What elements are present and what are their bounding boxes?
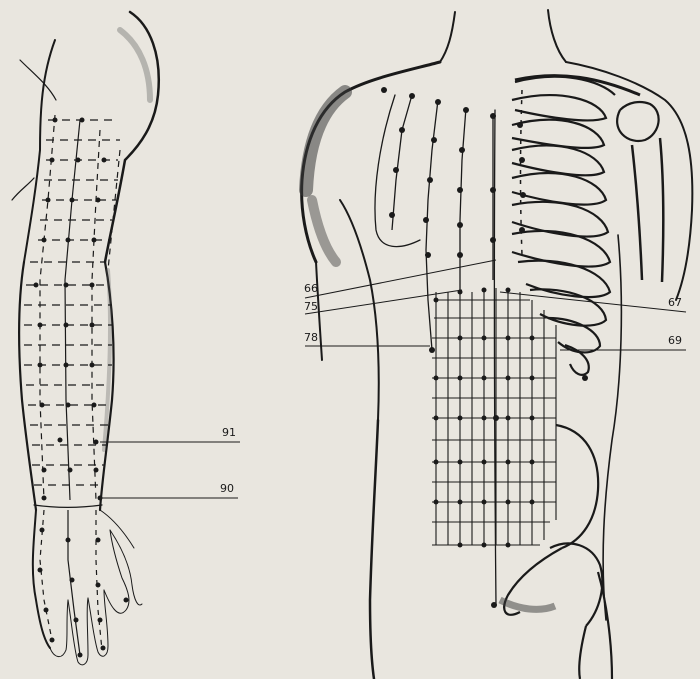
label-75: 75 <box>304 300 318 313</box>
torso-meridians <box>392 95 493 350</box>
label-91: 91 <box>222 426 236 439</box>
arm-points <box>34 118 129 658</box>
label-66: 66 <box>304 282 318 295</box>
label-67: 67 <box>668 296 682 309</box>
torso-illustration <box>302 10 693 679</box>
label-90: 90 <box>220 482 234 495</box>
rib-cage <box>512 76 663 375</box>
label-69: 69 <box>668 334 682 347</box>
arm-leader-lines <box>100 442 240 498</box>
arm-point-grid <box>24 115 120 655</box>
label-78: 78 <box>304 331 318 344</box>
arm-illustration <box>12 12 159 665</box>
